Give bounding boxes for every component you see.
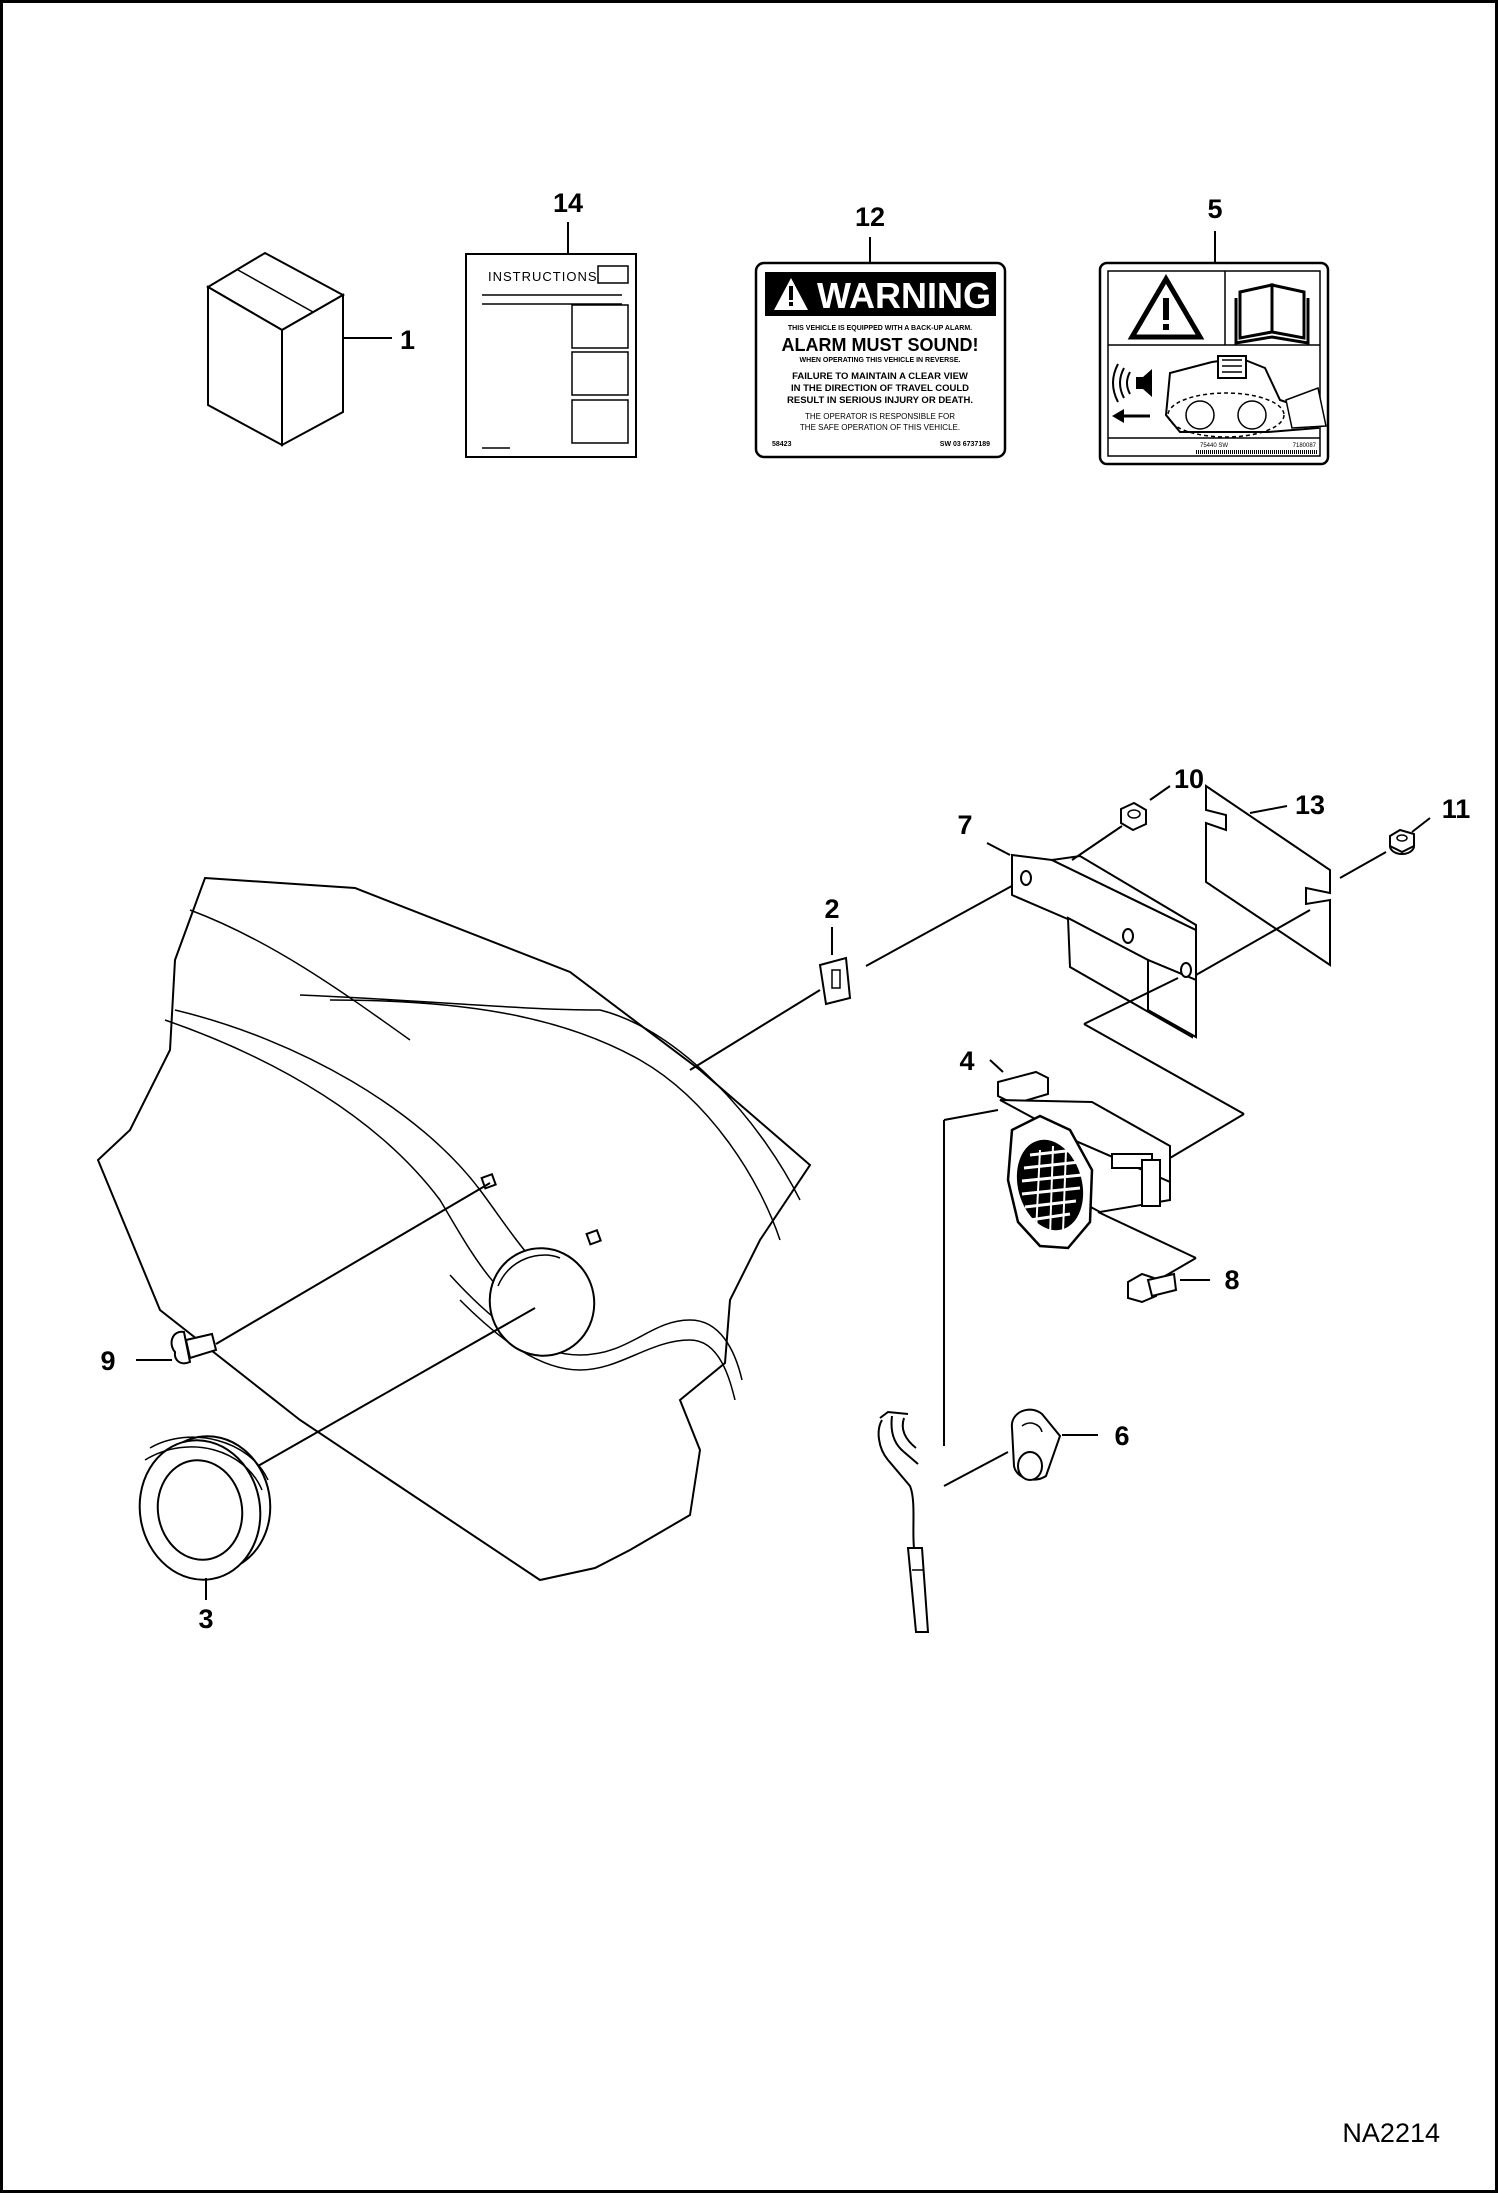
warning-decal: WARNING THIS VEHICLE IS EQUIPPED WITH A …: [754, 261, 1007, 459]
leader-7: [986, 842, 1011, 856]
callout-4: 4: [959, 1046, 974, 1076]
speaker-sound-icon: [1112, 363, 1152, 403]
instruction-sheet: INSTRUCTIONS: [465, 253, 637, 458]
wire-connector: [1010, 1408, 1062, 1481]
callout-2: 2: [824, 894, 839, 924]
pictorial-code-right: 7180087: [1293, 443, 1317, 449]
warning-triangle-icon: [774, 278, 808, 310]
warning-line-8: THE SAFE OPERATION OF THIS VEHICLE.: [800, 423, 960, 432]
flange-bolt: [1127, 1272, 1178, 1304]
package-box-icon: [206, 251, 346, 447]
leader-11: [1411, 817, 1431, 833]
warning-triangle-icon: [1127, 274, 1205, 340]
leader-line-panel: [689, 989, 821, 1071]
hex-nut: [1120, 801, 1147, 832]
alarm-grille: [1016, 1139, 1084, 1237]
instructions-title: INSTRUCTIONS: [488, 269, 598, 284]
leader-line-7: [1083, 977, 1179, 1025]
pictorial-decal: 75440 SW 7180087: [1098, 261, 1330, 466]
warning-line-3: WHEN OPERATING THIS VEHICLE IN REVERSE.: [800, 357, 961, 364]
flange-nut: [1389, 828, 1415, 855]
warning-line-4: FAILURE TO MAINTAIN A CLEAR VIEW: [792, 371, 968, 382]
leader-line-4b: [1169, 1113, 1245, 1159]
callout-6: 6: [1114, 1421, 1129, 1451]
warning-line-2: ALARM MUST SOUND!: [782, 335, 979, 355]
reverse-arrow-icon: [1112, 409, 1150, 423]
drawing-reference: NA2214: [1342, 2118, 1440, 2148]
leader-line-6: [943, 1451, 1009, 1487]
callout-14: 14: [553, 188, 583, 218]
leader-line-3: [257, 1307, 536, 1467]
carriage-bolt: [170, 1330, 218, 1365]
leader-line-2: [865, 875, 1031, 967]
callout-9: 9: [100, 1346, 115, 1376]
leader-10: [1149, 785, 1171, 801]
manual-book-icon: [1234, 283, 1310, 345]
wire-harness: [877, 1410, 930, 1633]
warning-line-7: THE OPERATOR IS RESPONSIBLE FOR: [805, 412, 955, 421]
callout-1: 1: [400, 325, 415, 355]
leader-line-wire-a: [943, 1109, 999, 1121]
leader-4: [989, 1059, 1004, 1073]
warning-line-5: IN THE DIRECTION OF TRAVEL COULD: [791, 383, 969, 394]
callout-11: 11: [1442, 794, 1471, 824]
warning-code-left: 58423: [772, 441, 792, 448]
pictorial-code-left: 75440 SW: [1200, 443, 1228, 449]
mounting-bracket: [1011, 853, 1198, 1039]
leader-line-11: [1339, 851, 1387, 879]
callout-12: 12: [855, 202, 885, 232]
leader-13: [1249, 805, 1288, 814]
callout-10: 10: [1174, 764, 1204, 794]
leader-line-13: [1195, 909, 1311, 976]
warning-line-6: RESULT IN SERIOUS INJURY OR DEATH.: [787, 395, 973, 406]
warning-code-right: SW 03 6737189: [940, 441, 990, 448]
callout-3: 3: [198, 1604, 213, 1634]
backup-alarm: [997, 1070, 1171, 1250]
leader-line-9: [215, 1182, 491, 1345]
warning-header: WARNING: [817, 275, 991, 316]
grommet: [138, 1435, 272, 1581]
leader-line-8a: [1097, 1211, 1197, 1259]
clip-nut: [818, 956, 852, 1006]
warning-line-1: THIS VEHICLE IS EQUIPPED WITH A BACK-UP …: [788, 325, 972, 332]
shim-plate: [1205, 784, 1331, 967]
callout-13: 13: [1295, 790, 1325, 820]
leader-line-4a: [1083, 1023, 1245, 1115]
machine-rear-panel: [96, 876, 812, 1582]
callout-8: 8: [1224, 1265, 1239, 1295]
callout-7: 7: [957, 810, 972, 840]
callout-5: 5: [1207, 194, 1222, 224]
loader-icon: [1164, 355, 1327, 438]
leader-line-10: [1071, 825, 1123, 861]
